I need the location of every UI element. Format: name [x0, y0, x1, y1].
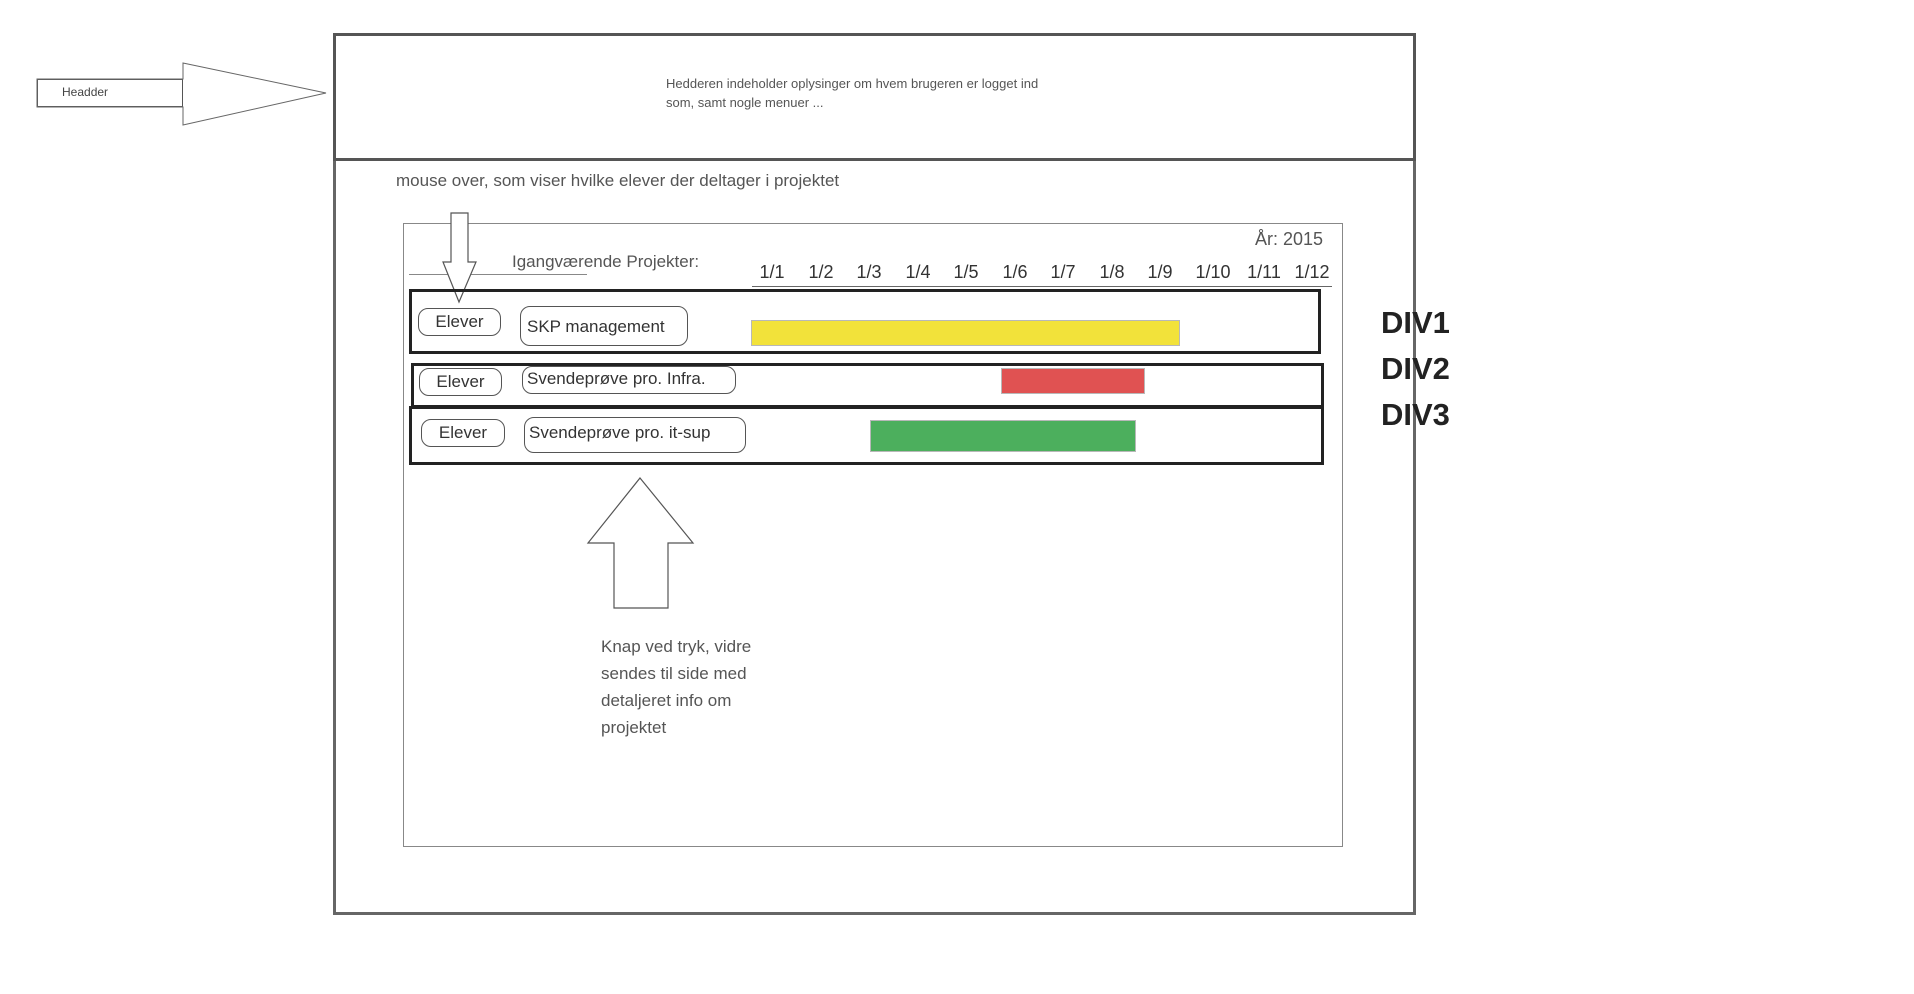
elever-button[interactable]: Elever — [419, 368, 502, 396]
header-description: Hedderen indeholder oplysinger om hvem b… — [666, 76, 1039, 110]
month-label: 1/3 — [856, 262, 882, 282]
project-name-button[interactable]: SKP management — [520, 306, 688, 346]
projects-heading: Igangværende Projekter: — [512, 252, 700, 271]
timeline-axis-line — [752, 286, 1332, 287]
month-label: 1/2 — [808, 262, 834, 282]
year-label: År: 2015 — [1255, 229, 1324, 249]
project-timeline-bar — [870, 420, 1136, 452]
month-label: 1/10 — [1195, 262, 1231, 282]
month-label: 1/6 — [1002, 262, 1028, 282]
project-timeline-bar — [751, 320, 1180, 346]
month-label: 1/9 — [1147, 262, 1173, 282]
month-label: 1/1 — [759, 262, 785, 282]
projects-panel — [403, 223, 1343, 847]
project-row-div1 — [409, 289, 1321, 354]
elever-button[interactable]: Elever — [418, 308, 501, 336]
month-label: 1/4 — [905, 262, 931, 282]
header-box — [333, 33, 1416, 161]
project-name-button[interactable]: Svendeprøve pro. it-sup — [524, 417, 746, 453]
div3-label: DIV3 — [1381, 397, 1450, 432]
project-name-button[interactable]: Svendeprøve pro. Infra. — [522, 366, 736, 394]
month-label: 1/5 — [953, 262, 979, 282]
month-label: 1/12 — [1294, 262, 1330, 282]
div2-label: DIV2 — [1381, 351, 1450, 386]
month-label: 1/11 — [1247, 262, 1281, 282]
heading-underline — [409, 274, 587, 275]
project-row-div3 — [409, 406, 1324, 465]
month-label: 1/8 — [1099, 262, 1125, 282]
month-label: 1/7 — [1050, 262, 1076, 282]
div1-label: DIV1 — [1381, 305, 1450, 340]
elever-button[interactable]: Elever — [421, 419, 505, 447]
button-note: Knap ved tryk, vidre sendes til side med… — [601, 637, 752, 737]
project-timeline-bar — [1001, 368, 1145, 394]
mouse-over-note: mouse over, som viser hvilke elever der … — [396, 171, 840, 190]
